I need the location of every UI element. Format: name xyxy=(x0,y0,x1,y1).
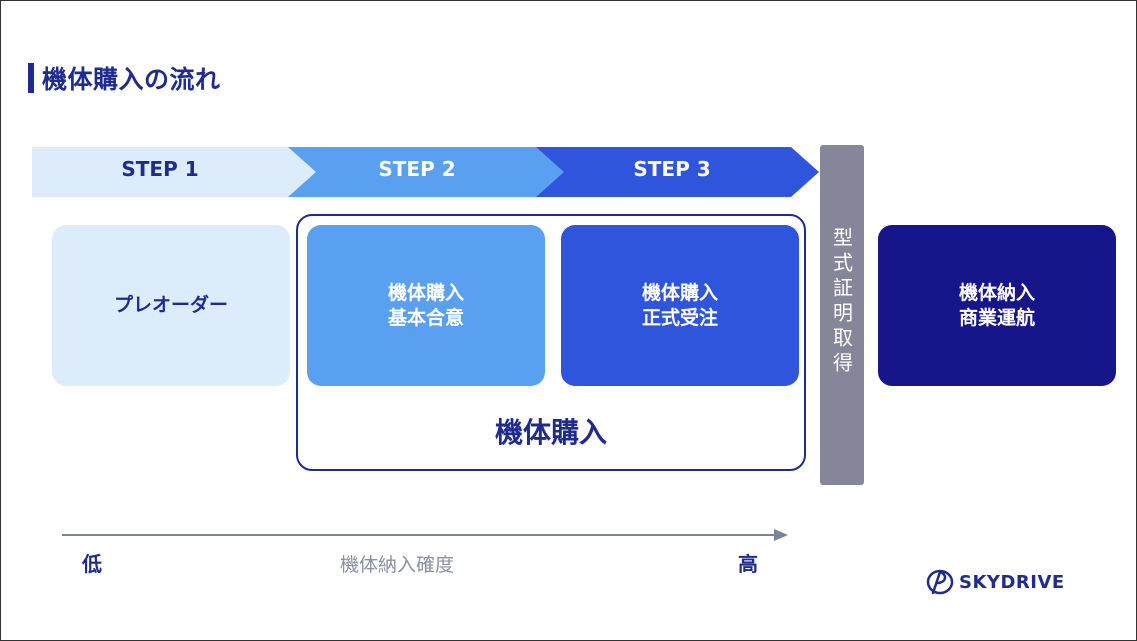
step-3-arrow xyxy=(536,147,819,197)
skydrive-logo: SKYDRIVE xyxy=(925,568,1065,596)
certainty-axis-line xyxy=(62,534,776,536)
step-1-label: STEP 1 xyxy=(121,157,199,181)
step-2-arrow xyxy=(288,147,566,197)
step-3-label: STEP 3 xyxy=(633,157,711,181)
delivery-operation-label: 機体納入 商業運航 xyxy=(958,281,1035,329)
axis-title: 機体納入確度 xyxy=(340,554,455,576)
delivery-operation-box: 機体納入 商業運航 xyxy=(878,225,1116,386)
step-1-arrow xyxy=(32,147,318,197)
preorder-box: プレオーダー xyxy=(52,225,290,386)
formal-order-box: 機体購入 正式受注 xyxy=(561,225,799,386)
skydrive-logo-icon xyxy=(926,569,954,595)
axis-high-label: 高 xyxy=(738,552,758,576)
type-certification-label: 型式証明取得 xyxy=(829,227,854,377)
axis-low-label: 低 xyxy=(82,552,102,576)
purchase-group-outline xyxy=(296,214,806,471)
page-title: 機体購入の流れ xyxy=(42,65,221,94)
logo-text: SKYDRIVE xyxy=(959,571,1065,593)
type-certification-bar: 型式証明取得 xyxy=(820,145,864,485)
formal-order-label: 機体購入 正式受注 xyxy=(641,281,718,329)
basic-agreement-box: 機体購入 基本合意 xyxy=(307,225,545,386)
title-accent-bar xyxy=(28,63,34,93)
preorder-label: プレオーダー xyxy=(113,294,228,317)
step-2-label: STEP 2 xyxy=(378,157,456,181)
basic-agreement-label: 機体購入 基本合意 xyxy=(387,281,464,329)
purchase-group-label: 機体購入 xyxy=(494,416,607,449)
arrow-right-icon xyxy=(774,529,788,541)
